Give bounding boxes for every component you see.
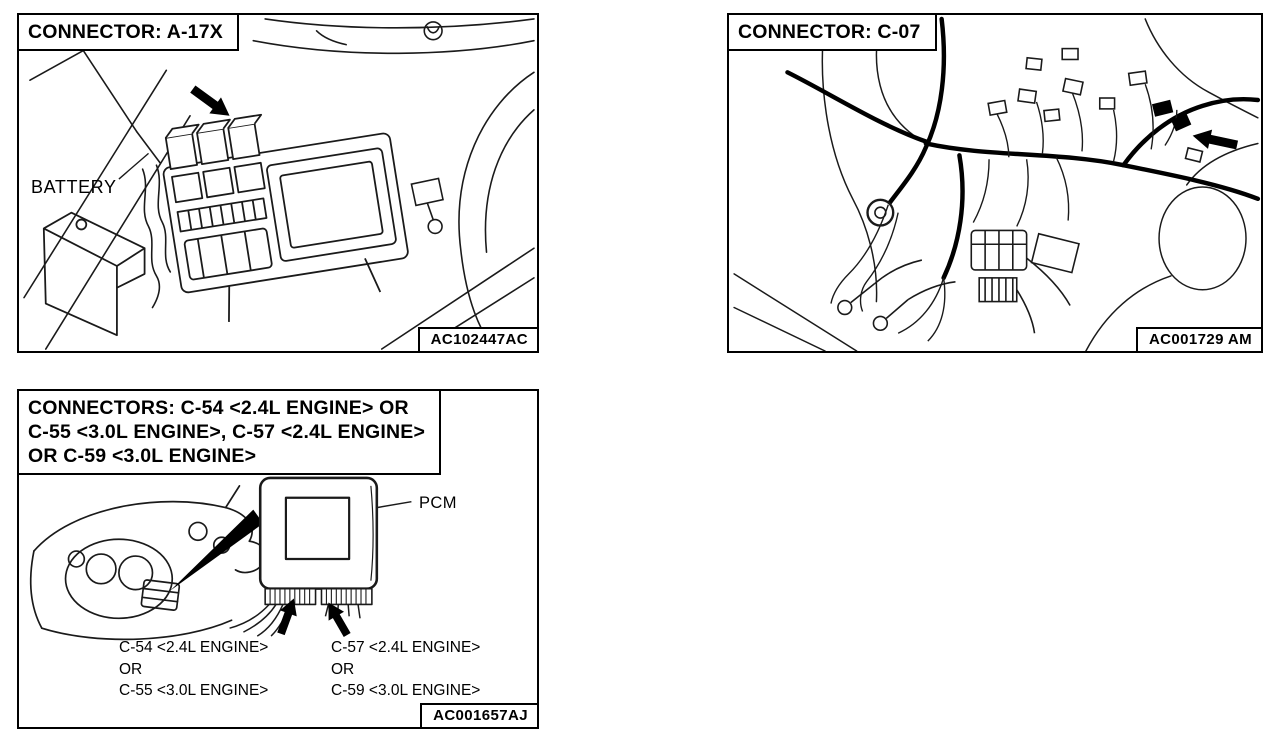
engine-bay-illustration [23, 18, 535, 350]
figure-ref-code-c07: AC001729 AM [1135, 327, 1261, 351]
harness-connectors [987, 47, 1204, 163]
right-connector-arrow-icon [328, 602, 351, 637]
title-line-1: CONNECTORS: C-54 <2.4L ENGINE> OR [28, 397, 409, 419]
figure-pcm-connectors: CONNECTORS: C-54 <2.4L ENGINE> OR C-55 <… [17, 389, 539, 729]
left-connector-line-1: C-54 <2.4L ENGINE> [119, 639, 269, 656]
figure-ref-code-pcm: AC001657AJ [420, 703, 537, 727]
right-connector-label: C-57 <2.4L ENGINE> OR C-59 <3.0L ENGINE> [331, 637, 480, 702]
battery-label: BATTERY [31, 177, 117, 197]
figure-ref-code-a17x: AC102447AC [417, 327, 537, 351]
battery-leader-line [118, 152, 149, 180]
title-line-3: OR C-59 <3.0L ENGINE> [28, 445, 257, 467]
target-connectors [1151, 99, 1192, 132]
figure-title-c07: CONNECTOR: C-07 [729, 15, 937, 51]
left-connector-label: C-54 <2.4L ENGINE> OR C-55 <3.0L ENGINE> [119, 637, 268, 702]
figure-title-pcm: CONNECTORS: C-54 <2.4L ENGINE> OR C-55 <… [19, 391, 442, 475]
pcm-box [258, 476, 379, 606]
left-connector-line-2: OR [119, 660, 143, 678]
steering-wheel [64, 538, 174, 620]
battery-shape [42, 211, 146, 337]
pointer-arrow-icon [190, 85, 230, 116]
pcm-label: PCM [419, 494, 457, 512]
dashboard-pcm-illustration [29, 476, 412, 641]
right-connector-line-3: C-59 <3.0L ENGINE> [331, 682, 481, 699]
callout-wedge [170, 509, 264, 591]
pointer-arrow-icon [1192, 129, 1239, 150]
left-connector-arrow-icon [277, 598, 297, 636]
grommet-icon [866, 198, 895, 227]
dash-harness-illustration [733, 16, 1261, 351]
cowl-screw-icon [423, 21, 443, 41]
figure-connector-c07: CONNECTOR: C-07 AC001729 AM [727, 13, 1263, 353]
figure-connector-a17x: CONNECTOR: A-17X BATTERY AC102447AC [17, 13, 539, 353]
right-connector-line-2: OR [331, 660, 355, 678]
fuse-relay-box [162, 113, 409, 322]
right-connector-line-1: C-57 <2.4L ENGINE> [331, 639, 481, 656]
main-harness [785, 16, 1261, 281]
left-connector-line-3: C-55 <3.0L ENGINE> [119, 682, 269, 699]
pcm-leader-line [376, 500, 412, 509]
figure-title-a17x: CONNECTOR: A-17X [19, 15, 239, 51]
title-line-2: C-55 <3.0L ENGINE>, C-57 <2.4L ENGINE> [28, 421, 426, 443]
